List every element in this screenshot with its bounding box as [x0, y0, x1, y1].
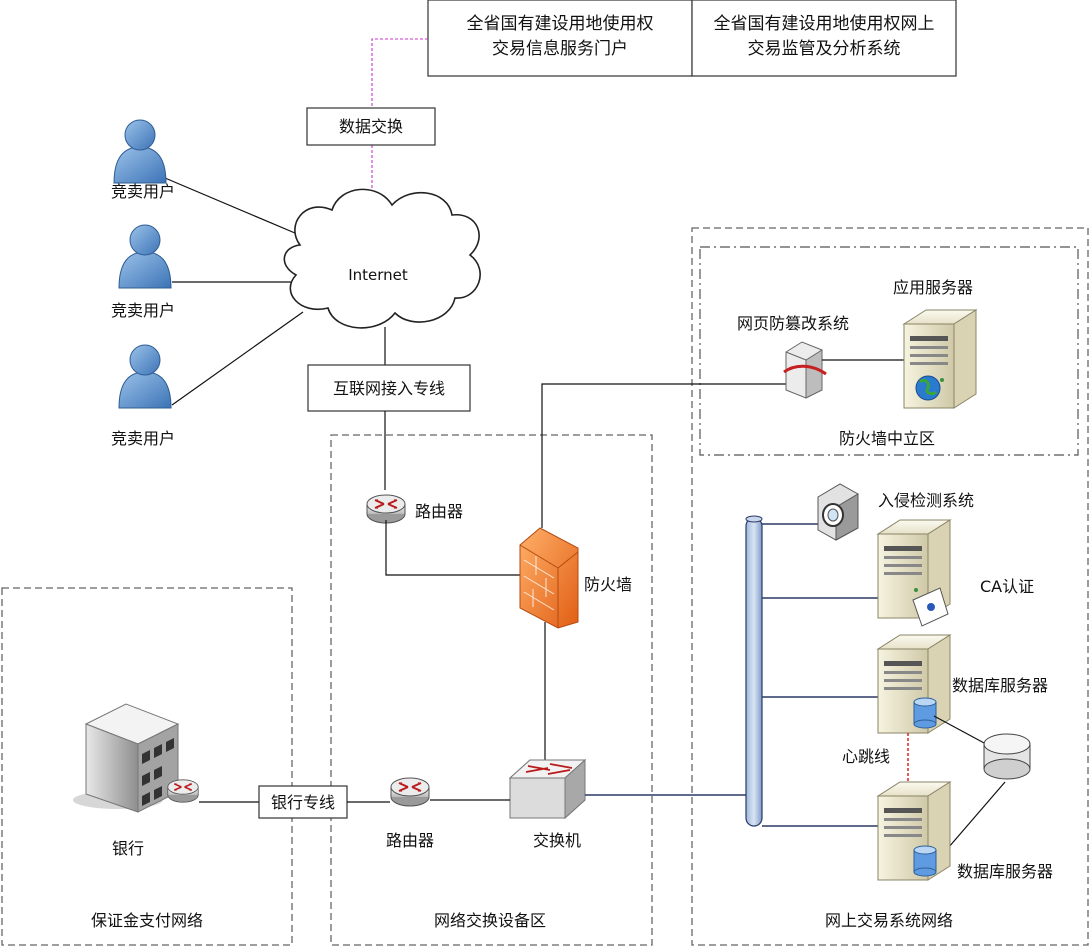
user-icon-3 [118, 344, 172, 409]
switch-icon [508, 758, 587, 820]
user-link-3 [171, 311, 304, 406]
app-server-icon [903, 309, 977, 409]
portal-left-line1: 全省国有建设用地使用权 [467, 13, 654, 34]
ca-label: CA认证 [980, 577, 1034, 596]
shared-storage-icon [983, 733, 1031, 780]
data-exchange-box [306, 107, 436, 146]
bank-line-box [258, 785, 348, 819]
internet-line-label: 互联网接入专线 [333, 379, 445, 398]
bank-line-label: 银行专线 [271, 793, 335, 812]
db-server-1-label: 数据库服务器 [952, 676, 1048, 695]
anti-tamper-label: 网页防篡改系统 [737, 314, 849, 333]
db-cylinder-2-icon [913, 845, 937, 877]
user-label-3: 竞卖用户 [111, 429, 175, 448]
router-bottom-icon [390, 777, 430, 807]
heartbeat-label: 心跳线 [842, 747, 890, 766]
router-to-firewall-link [385, 520, 522, 576]
internet-label: Internet [348, 266, 408, 284]
user-label-1: 竞卖用户 [111, 182, 175, 201]
db1-to-storage-link [933, 715, 987, 745]
portal-right-line1: 全省国有建设用地使用权网上 [714, 13, 935, 34]
ca-certificate-icon [912, 587, 949, 627]
bank-router-icon [167, 778, 199, 804]
lan-bus-cap [745, 515, 763, 523]
user-link-1 [164, 177, 303, 237]
portal-left-line2: 交易信息服务门户 [492, 39, 628, 59]
user-icon-1 [113, 119, 167, 184]
firewall-to-dmz-link [541, 383, 793, 528]
trading-zone-boundary [691, 227, 1089, 946]
data-exchange-label: 数据交换 [339, 117, 403, 136]
portal-right-line2: 交易监管及分析系统 [748, 39, 901, 59]
exchange-zone-title: 网络交换设备区 [434, 911, 546, 930]
db-cylinder-1-icon [913, 697, 937, 729]
lan-bus [745, 517, 763, 827]
internet-cloud [283, 188, 481, 329]
db-server-2-label: 数据库服务器 [957, 862, 1053, 881]
app-server-label: 应用服务器 [893, 278, 973, 297]
trading-zone-title: 网上交易系统网络 [825, 911, 953, 930]
bank-zone-title: 保证金支付网络 [91, 911, 203, 930]
ids-icon [817, 483, 859, 541]
router-top-icon [366, 494, 406, 524]
anti-tamper-icon [783, 341, 827, 399]
switch-label: 交换机 [533, 831, 581, 850]
globe-land [918, 378, 938, 396]
user-icon-2 [118, 224, 172, 289]
ids-label: 入侵检测系统 [878, 491, 974, 510]
bank-zone-boundary [1, 587, 293, 946]
bank-label: 银行 [112, 839, 144, 858]
bank-building-icon [84, 703, 180, 813]
user-label-2: 竞卖用户 [111, 301, 175, 320]
dmz-title: 防火墙中立区 [839, 429, 935, 448]
firewall-icon [519, 527, 579, 629]
portal-right-box [691, 0, 957, 77]
exchange-zone-boundary [330, 434, 653, 946]
router-bottom-label: 路由器 [386, 831, 434, 850]
portal-left-box [427, 0, 693, 77]
router-top-label: 路由器 [415, 502, 463, 521]
internet-line-box [307, 364, 471, 412]
dmz-zone-boundary [699, 246, 1079, 456]
firewall-label: 防火墙 [584, 575, 632, 594]
